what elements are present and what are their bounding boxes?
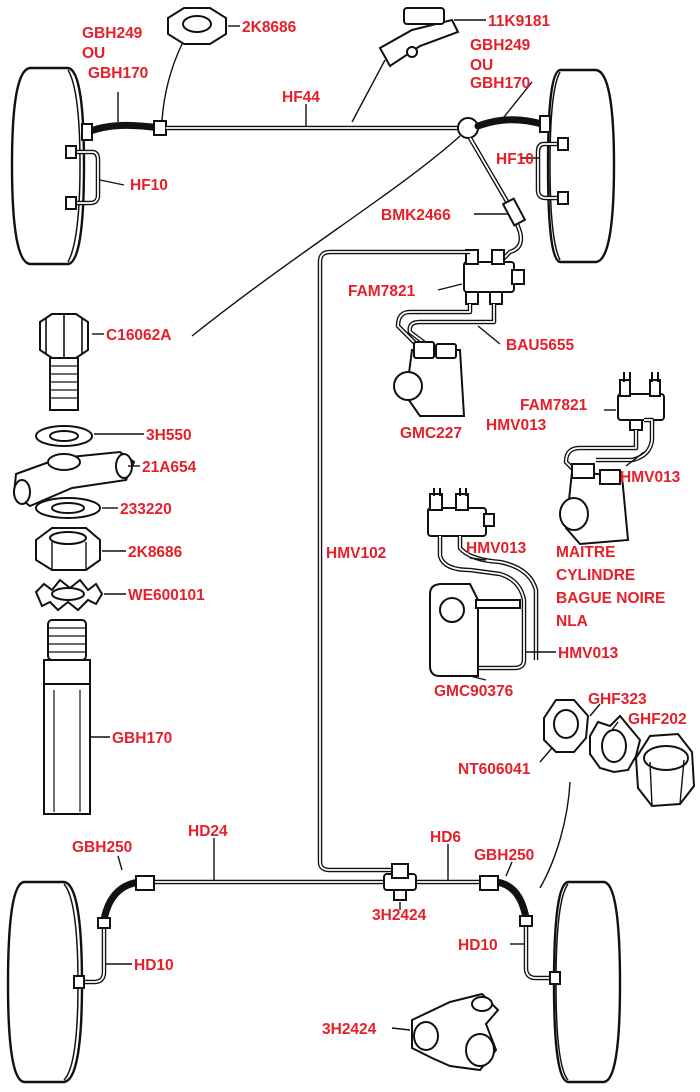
label-hf10-left: HF10: [130, 177, 168, 194]
gbh250-right-hose: [492, 878, 530, 922]
label-bague-noire: BAGUE NOIRE: [556, 590, 665, 607]
hd10-right-bottom-fitting: [549, 971, 561, 985]
label-maitre: MAITRE: [556, 544, 615, 561]
leader-lines: [90, 19, 645, 1031]
label-hmv013-c: HMV013: [466, 540, 527, 557]
hf10-left-bottom-fitting: [65, 196, 77, 210]
label-gbh170-mid: GBH170: [112, 730, 172, 747]
label-gbh250-left: GBH250: [72, 839, 132, 856]
front-right-hose-end: [539, 115, 551, 133]
label-21a654: 21A654: [142, 459, 197, 476]
label-nt606041: NT606041: [458, 761, 531, 778]
front-left-wheel: [10, 66, 86, 266]
hf10-right-bottom-fitting: [557, 191, 569, 205]
gmc90376-master-cylinder: [427, 488, 539, 677]
label-3h2424-mid: 3H2424: [372, 907, 427, 924]
hf10-left-top-fitting: [65, 145, 77, 159]
front-right-wheel: [546, 68, 616, 264]
label-hd24: HD24: [188, 823, 228, 840]
hd10-left-bottom-fitting: [73, 975, 85, 989]
hd10-left-top-fitting: [97, 917, 111, 929]
bmk2466-connector: [501, 197, 527, 227]
label-11k9181: 11K9181: [488, 13, 550, 30]
front-left-hose-end: [81, 123, 93, 141]
label-hmv013-d: HMV013: [558, 645, 619, 662]
label-bau5655: BAU5655: [506, 337, 574, 354]
label-2k8686-top: 2K8686: [242, 19, 297, 36]
label-ghf202: GHF202: [628, 711, 687, 728]
label-3h2424-bottom: 3H2424: [322, 1021, 377, 1038]
union-detail-lead: [191, 135, 461, 337]
master-cylinder-right: [559, 463, 630, 546]
label-hmv013-b: HMV013: [620, 469, 681, 486]
label-nla: NLA: [556, 613, 588, 630]
union-21a654: [12, 450, 136, 508]
hd10-right-top-fitting: [519, 915, 533, 927]
label-ghf323: GHF323: [588, 691, 647, 708]
label-hmv102: HMV102: [326, 545, 386, 562]
label-fam7821-top: FAM7821: [348, 283, 416, 300]
front-right-hose: [474, 116, 546, 130]
rear-tee-3h2424: [383, 863, 417, 901]
label-bmk2466: BMK2466: [381, 207, 451, 224]
clip-lead: [351, 59, 386, 123]
hd10-right-pipe: [523, 920, 552, 981]
clip-11k9181: [378, 7, 460, 68]
label-gbh249-top: GBH249: [82, 25, 143, 42]
label-233220: 233220: [120, 501, 172, 518]
label-gmc90376: GMC90376: [434, 683, 514, 700]
nut-detail-lead: [539, 781, 571, 889]
label-hd6: HD6: [430, 829, 461, 846]
rear-right-wheel: [552, 880, 622, 1084]
hd10-left-pipe: [80, 922, 107, 985]
fam7821-top-valve: [463, 249, 525, 305]
washer-we600101: [34, 578, 104, 612]
gbh250-right-nut: [479, 875, 499, 891]
rear-left-wheel: [6, 880, 84, 1084]
nut-lead: [161, 43, 183, 121]
label-2k8686-mid: 2K8686: [128, 544, 183, 561]
label-ou-top: OU: [82, 45, 105, 62]
label-gbh170-top: GBH170: [88, 65, 148, 82]
nut-2k8686-top: [167, 7, 227, 45]
label-hmv013-a: HMV013: [486, 417, 547, 434]
hf10-right-top-fitting: [557, 137, 569, 151]
washer-233220: [35, 497, 101, 519]
tee-3h2424-detail: [411, 992, 500, 1072]
gmc227-master-cylinder: [393, 341, 466, 417]
label-gbh170-right: GBH170: [470, 75, 530, 92]
label-3h550: 3H550: [146, 427, 192, 444]
label-c16062a: C16062A: [106, 327, 172, 344]
label-we600101: WE600101: [128, 587, 205, 604]
label-fam7821-right: FAM7821: [520, 397, 588, 414]
label-gbh250-right: GBH250: [474, 847, 534, 864]
front-left-hose-nut: [153, 120, 167, 136]
washer-3h550: [35, 425, 93, 447]
bolt-c16062a: [39, 313, 89, 411]
fam7821-right-valve: [617, 372, 665, 431]
nut-ghf202: [634, 732, 696, 808]
front-three-way-union: [457, 117, 479, 139]
washer-ghf323: [589, 714, 642, 774]
label-hd10-left: HD10: [134, 957, 174, 974]
hose-gbh170-end: [43, 619, 91, 815]
label-hf10-right: HF10: [496, 151, 534, 168]
front-left-hose: [84, 121, 164, 136]
label-gbh249-right: GBH249: [470, 37, 531, 54]
gbh250-left-hose: [100, 878, 144, 924]
label-gmc227: GMC227: [400, 425, 462, 442]
gbh250-left-nut: [135, 875, 155, 891]
label-hf44: HF44: [282, 89, 320, 106]
label-cylindre: CYLINDRE: [556, 567, 635, 584]
label-hd10-right: HD10: [458, 937, 498, 954]
nut-nt606041: [543, 699, 590, 753]
label-ou-right: OU: [470, 57, 493, 74]
nut-2k8686-mid: [35, 527, 101, 571]
